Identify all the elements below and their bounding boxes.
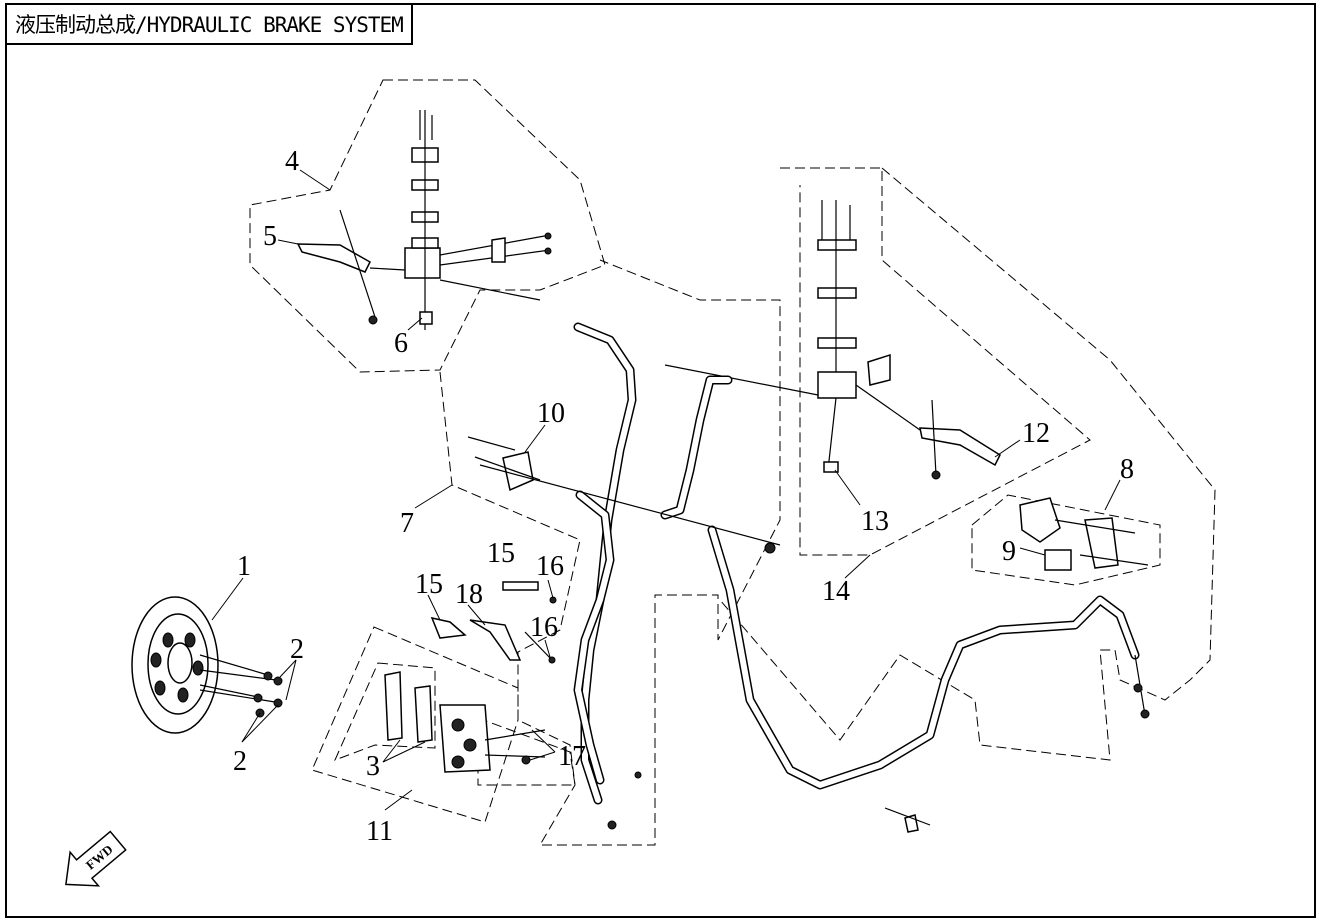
diagram-title: 液压制动总成/HYDRAULIC BRAKE SYSTEM	[5, 3, 413, 45]
rear-master-cylinder	[664, 200, 921, 473]
rear-caliper-group-boundary	[971, 494, 1161, 586]
callout-8: 8	[1120, 454, 1134, 485]
brake-hoses	[439, 279, 1150, 833]
callout-labels: 1 2 2 3 4 5 6 7 8 9 10 11 12 13 14 15 15…	[233, 146, 1134, 847]
rear-caliper	[1019, 497, 1149, 571]
callout-17: 17	[558, 741, 586, 772]
callout-4: 4	[285, 146, 299, 177]
callout-15-lower: 15	[415, 569, 443, 600]
callout-2-lower: 2	[233, 746, 247, 777]
callout-2-upper: 2	[290, 634, 304, 665]
callout-1: 1	[237, 551, 251, 582]
rear-brake-lever	[919, 399, 1001, 480]
callout-18: 18	[455, 579, 483, 610]
callout-16-lower: 16	[530, 612, 558, 643]
front-brake-lever	[296, 209, 406, 325]
rear-frame-boundary	[719, 167, 1216, 761]
front-caliper-group-boundary	[311, 626, 519, 823]
callout-11: 11	[366, 816, 393, 847]
front-master-cylinder	[404, 110, 552, 330]
rear-master-cylinder-group-boundary	[780, 167, 1091, 556]
front-master-cylinder-group-boundary	[249, 79, 606, 373]
callout-10: 10	[537, 398, 565, 429]
callout-13: 13	[861, 506, 889, 537]
front-brake-disc	[131, 596, 219, 734]
callout-15-upper: 15	[487, 538, 515, 569]
fwd-arrow-icon: FWD	[65, 830, 127, 887]
bracket-group-boundary	[477, 717, 576, 786]
callout-12: 12	[1022, 418, 1050, 449]
callout-14: 14	[822, 576, 850, 607]
line-group-boundary	[439, 259, 781, 846]
front-brake-pads	[384, 671, 433, 743]
callout-9: 9	[1002, 536, 1016, 567]
front-caliper	[439, 704, 546, 773]
brake-pad-group-boundary	[334, 662, 436, 761]
callout-3: 3	[366, 751, 380, 782]
callout-16-upper: 16	[536, 551, 564, 582]
drawing-frame	[5, 3, 1316, 918]
callout-6: 6	[394, 328, 408, 359]
callout-7: 7	[400, 508, 414, 539]
hose-brackets	[430, 436, 557, 664]
callout-5: 5	[263, 221, 277, 252]
leader-lines	[211, 169, 1121, 811]
